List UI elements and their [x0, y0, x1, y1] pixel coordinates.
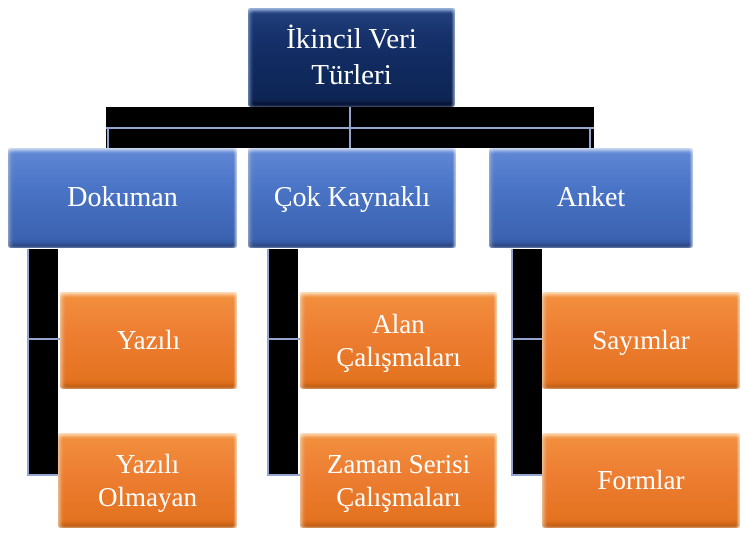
child-node-label: Sayımlar [592, 325, 690, 356]
branch-node-label: Anket [556, 181, 626, 213]
branch-node-label: Dokuman [67, 181, 178, 213]
root-node-ikincil-veri-turleri: İkincil Veri Türleri [248, 8, 455, 107]
child-node-label: Formlar [597, 465, 685, 496]
connector-root-drop-line [349, 107, 351, 148]
connector-elbow-sayimlar [511, 338, 542, 340]
child-node-label: Yazılı Olmayan [98, 448, 197, 512]
child-node-alan-calismalari: Alan Çalışmaları [300, 292, 497, 389]
connector-elbow-yazili [27, 338, 60, 340]
connector-vline-anket [511, 249, 513, 476]
branch-node-dokuman: Dokuman [8, 148, 237, 248]
connector-elbow-formlar [511, 474, 542, 476]
connector-trunk-dokuman [28, 249, 58, 476]
connector-right-drop-line [589, 127, 591, 148]
connector-left-drop-line [107, 127, 109, 148]
child-node-sayimlar: Sayımlar [542, 292, 740, 389]
branch-node-anket: Anket [489, 148, 693, 248]
child-node-label: Yazılı [116, 325, 181, 356]
connector-vline-cok-kaynakli [267, 249, 269, 476]
connector-trunk-anket [512, 249, 542, 476]
branch-node-cok-kaynakli: Çok Kaynaklı [248, 148, 456, 248]
connector-elbow-alan [267, 338, 300, 340]
branch-node-label: Çok Kaynaklı [273, 181, 431, 213]
child-node-yazili-olmayan: Yazılı Olmayan [58, 433, 237, 528]
child-node-label: Zaman Serisi Çalışmaları [326, 448, 471, 512]
connector-elbow-zaman-serisi [267, 474, 300, 476]
child-node-label: Alan Çalışmaları [336, 308, 461, 372]
child-node-zaman-serisi-calismalari: Zaman Serisi Çalışmaları [300, 433, 497, 528]
connector-elbow-yazili-olmayan [27, 474, 60, 476]
root-node-label: İkincil Veri Türleri [286, 23, 417, 91]
child-node-yazili: Yazılı [60, 292, 237, 389]
connector-trunk-cok-kaynakli [268, 249, 298, 476]
child-node-formlar: Formlar [542, 433, 740, 528]
connector-vline-dokuman [27, 249, 29, 476]
